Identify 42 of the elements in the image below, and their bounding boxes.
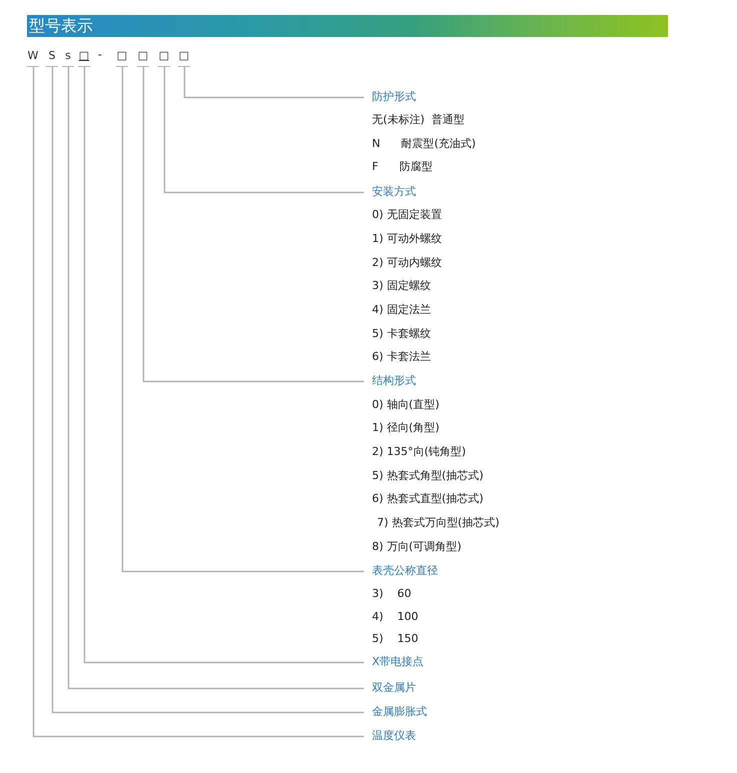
category-heading: 结构形式 xyxy=(372,374,416,388)
option-text: 6) 热套式直型(抽芯式) xyxy=(372,492,484,506)
option-text: 0) 无固定装置 xyxy=(372,208,442,222)
option-text: 1) 可动外螺纹 xyxy=(372,232,442,246)
category-heading: 双金属片 xyxy=(372,681,416,695)
option-text: 4) 固定法兰 xyxy=(372,303,431,317)
code-letter: s xyxy=(62,48,74,66)
option-text: 0) 轴向(直型) xyxy=(372,398,440,412)
option-text: 3) 60 xyxy=(372,587,412,601)
category-heading: 表壳公称直径 xyxy=(372,564,438,578)
blank-field: □ xyxy=(178,48,190,66)
category-heading: 安装方式 xyxy=(372,185,416,199)
option-text: 6) 卡套法兰 xyxy=(372,350,431,364)
category-heading: 温度仪表 xyxy=(372,729,416,743)
category-heading: 金属膨胀式 xyxy=(372,705,427,719)
category-heading: X带电接点 xyxy=(372,655,424,669)
option-text: 4) 100 xyxy=(372,610,418,624)
leader-line xyxy=(164,66,364,194)
title-banner: 型号表示 xyxy=(27,15,668,37)
blank-field: □ xyxy=(137,48,149,66)
option-text: 5) 卡套螺纹 xyxy=(372,327,431,341)
option-text: N 耐震型(充油式) xyxy=(372,137,476,151)
code-letter: S xyxy=(46,48,58,66)
option-text: 2) 可动内螺纹 xyxy=(372,256,442,270)
category-heading: 防护形式 xyxy=(372,90,416,104)
option-text: 8) 万向(可调角型) xyxy=(372,540,462,554)
option-text: 2) 135°向(钝角型) xyxy=(372,445,466,459)
code-separator: - xyxy=(98,48,102,62)
option-text: 3) 固定螺纹 xyxy=(372,279,431,293)
option-text: 无(未标注) 普通型 xyxy=(372,113,465,127)
option-text: 5) 150 xyxy=(372,632,418,646)
leader-line xyxy=(122,66,364,572)
option-text: 7) 热套式万向型(抽芯式) xyxy=(377,516,500,530)
option-text: 1) 径向(角型) xyxy=(372,421,440,435)
blank-field: □ xyxy=(78,48,90,66)
option-text: F 防腐型 xyxy=(372,160,432,174)
blank-field: □ xyxy=(158,48,170,66)
code-letter: W xyxy=(27,48,39,66)
leader-line xyxy=(184,66,364,98)
leader-line xyxy=(142,66,364,382)
option-text: 5) 热套式角型(抽芯式) xyxy=(372,469,484,483)
blank-field: □ xyxy=(116,48,128,66)
